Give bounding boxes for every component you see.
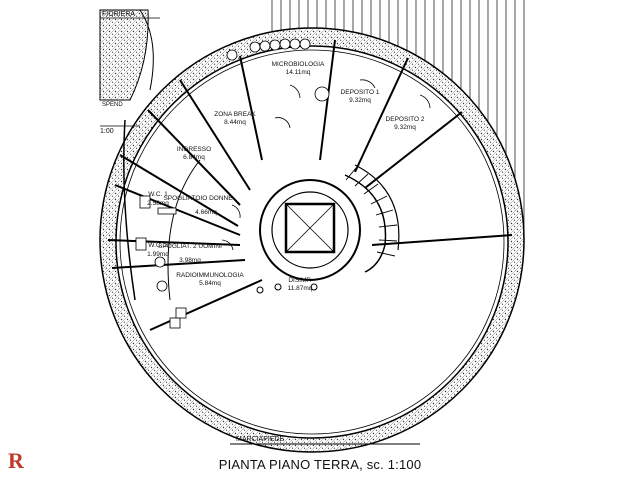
garden-area-left	[99, 9, 149, 101]
room-name-zona-break: ZONA BREAK	[214, 111, 256, 118]
room-area-radioimmunologia: 5.84mq	[199, 280, 221, 287]
side-note-top: SPEND	[102, 102, 123, 108]
room-area-deposito1: 9.32mq	[349, 97, 371, 104]
room-name-microbiologia: MICROBIOLOGIA	[272, 61, 325, 68]
room-name-deposito1: DEPOSITO 1	[341, 89, 380, 96]
brand-logo: R	[8, 448, 24, 473]
room-name-spogliatoio-uomini: SPOGLIAT. 2 UOMINI	[158, 243, 222, 250]
room-area-wc1: 2.58mq	[147, 200, 169, 207]
room-area-ingresso: 6.84mq	[183, 154, 205, 161]
interior-walls	[107, 39, 513, 331]
room-area-deposito2: 9.32mq	[394, 124, 416, 131]
spiral-stair	[344, 164, 400, 273]
room-area-spogliatoio-uomini: 3.98mq	[179, 257, 201, 264]
room-area-microbiologia: 14.11mq	[286, 69, 311, 76]
room-name-ingresso: INGRESSO	[177, 146, 211, 153]
marciapiede-label: MARCIAPIEDE	[236, 436, 285, 443]
room-area-zona-break: 8.44mq	[224, 119, 246, 126]
fioriera-label: FIORIERA	[102, 11, 135, 18]
side-note: 1:00	[100, 128, 114, 135]
room-name-wc1: W.C. 1	[148, 191, 168, 198]
room-area-spogliatoio-donne: 4.66mq	[195, 209, 217, 216]
room-name-spogliatoio-donne: SPOGLIATOIO DONNE	[163, 195, 233, 202]
room-name-radioimmunologia: RADIOIMMUNOLOGIA	[176, 272, 244, 279]
drainage-markers	[154, 38, 330, 292]
room-name-disimp: DISIMP.	[288, 277, 312, 284]
room-name-wc2: W.C. 2	[148, 242, 168, 249]
fioriera-curve	[139, 9, 154, 91]
room-area-disimp: 11.87mq	[288, 285, 313, 292]
room-name-deposito2: DEPOSITO 2	[386, 116, 425, 123]
room-area-wc2: 1.99mq	[147, 251, 169, 258]
room-labels: MICROBIOLOGIA 14.11mq DEPOSITO 1 9.32mq …	[147, 61, 425, 292]
drawing-title: PIANTA PIANO TERRA, sc. 1:100	[218, 457, 422, 472]
